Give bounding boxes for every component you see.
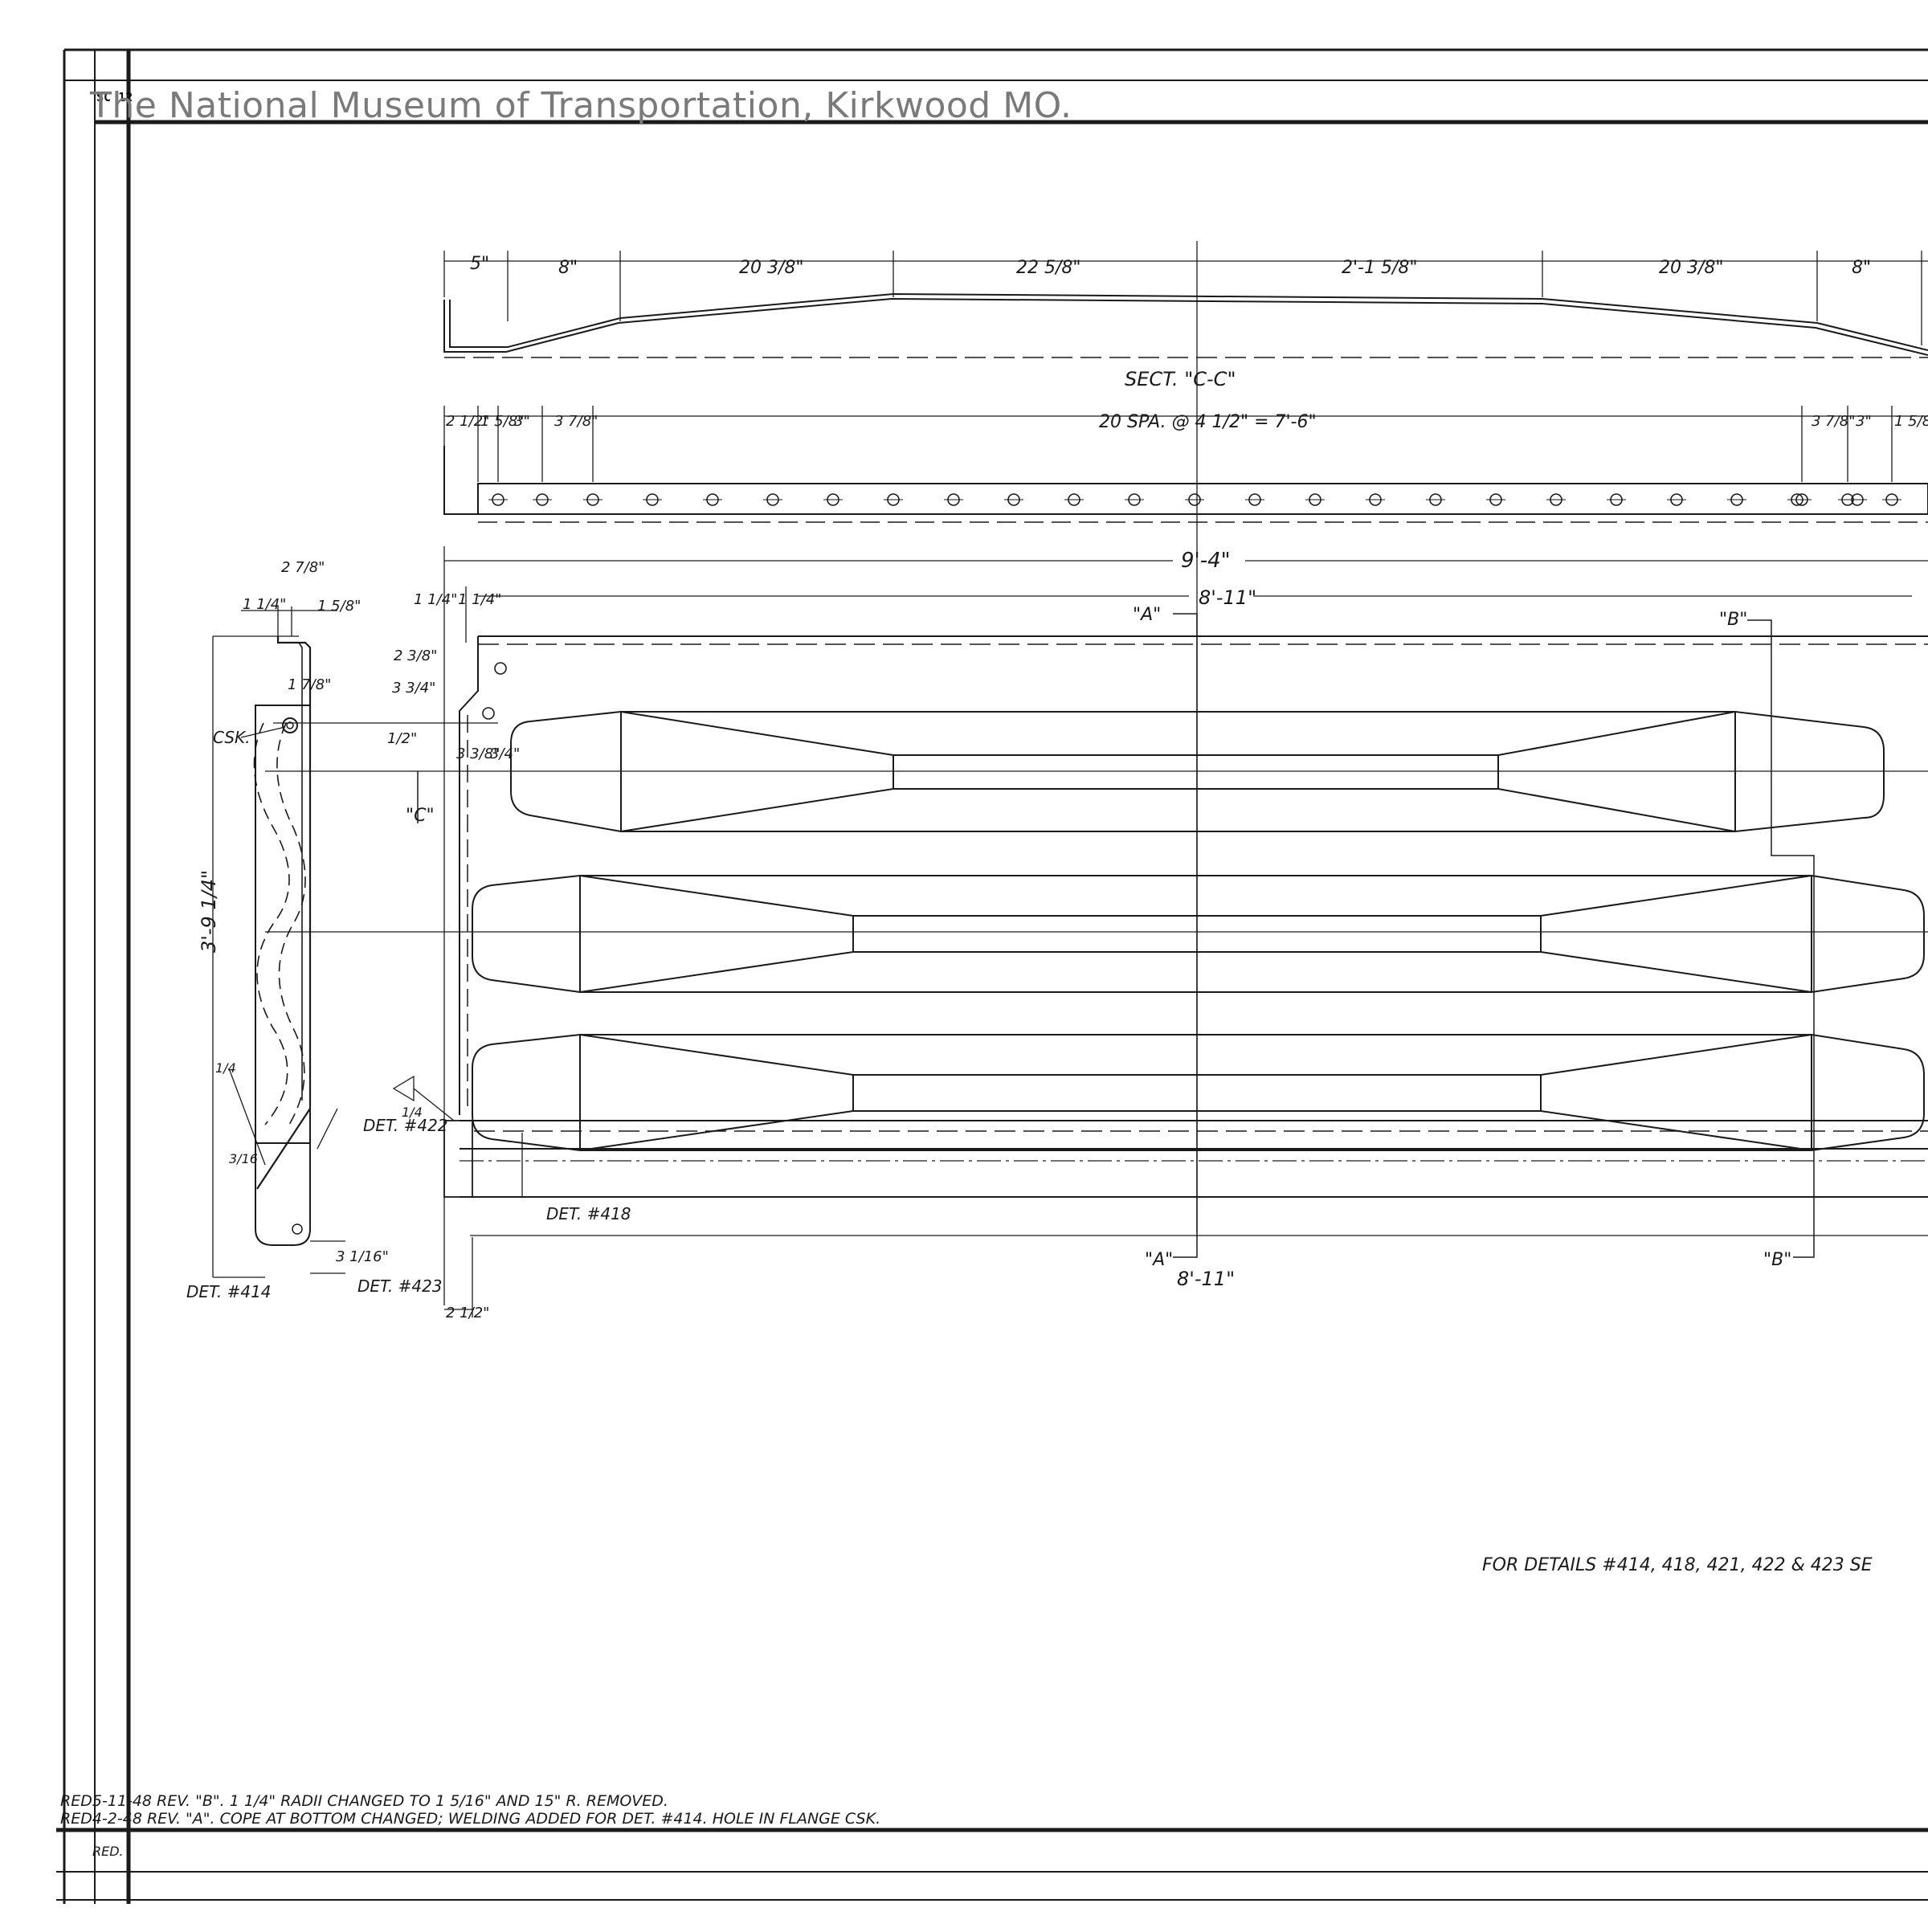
dim-hole-2: 1 5/8" xyxy=(480,413,524,430)
section-a-bottom-label: "A" xyxy=(1145,1250,1173,1270)
weld-1-4-left: 1/4 xyxy=(215,1060,236,1076)
section-cut-lines xyxy=(417,613,1815,1258)
section-a-top-label: "A" xyxy=(1133,605,1161,625)
section-cc-label: SECT. "C-C" xyxy=(1125,368,1236,390)
dim-hole-3: 3" xyxy=(514,413,530,430)
dim-top-6: 20 3/8" xyxy=(1659,258,1724,278)
weld-1-4-main: 1/4 xyxy=(402,1105,423,1120)
section-c-label: "C" xyxy=(406,806,435,826)
det-414-label: DET. #414 xyxy=(186,1282,272,1301)
dim-inner-bottom: 8'-11" xyxy=(1177,1268,1235,1290)
red-label: RED. xyxy=(92,1844,124,1859)
revision-a-note: RED4-2-48 REV. "A". COPE AT BOTTOM CHANG… xyxy=(60,1810,880,1828)
revision-b-note: RED5-11-48 REV. "B". 1 1/4" RADII CHANGE… xyxy=(60,1792,668,1810)
dim-1-2: 1/2" xyxy=(387,730,417,747)
dim-3-3-4: 3 3/4" xyxy=(392,680,435,696)
dim-top-5: 2'-1 5/8" xyxy=(1342,258,1418,278)
overall-dimension-lines xyxy=(443,546,1928,1305)
dim-hole-4: 3 7/8" xyxy=(554,413,598,430)
weld-symbol-main xyxy=(392,1075,415,1102)
det-422-label: DET. #422 xyxy=(363,1116,448,1135)
csk-label: CSK. xyxy=(213,728,251,747)
det-423-label: DET. #423 xyxy=(357,1276,443,1296)
dim-top-4: 22 5/8" xyxy=(1016,258,1081,278)
section-b-top-label: "B" xyxy=(1719,610,1747,630)
dim-1-1-4-c: 1 1/4" xyxy=(458,591,501,608)
section-b-bottom-label: "B" xyxy=(1763,1250,1791,1270)
sheet-code: SC 12 xyxy=(96,90,133,104)
dim-1-5-8: 1 5/8" xyxy=(317,598,361,615)
dim-3-9-1-4: 3'-9 1/4" xyxy=(198,870,220,953)
main-plate xyxy=(265,635,1928,1317)
dim-2-3-8: 2 3/8" xyxy=(394,647,437,664)
side-section-view xyxy=(212,607,345,1278)
dim-2-1-2-b: 2 1/2" xyxy=(446,1305,489,1321)
details-note: FOR DETAILS #414, 418, 421, 422 & 423 SE xyxy=(1482,1555,1873,1575)
museum-watermark: The National Museum of Transportation, K… xyxy=(90,85,1072,126)
flange-holes xyxy=(488,493,1901,506)
dim-overall: 9'-4" xyxy=(1181,549,1231,573)
stiffener-bead-3 xyxy=(472,1034,1925,1151)
dim-top-2: 8" xyxy=(558,258,578,278)
stiffener-bead-1 xyxy=(510,711,1885,832)
dim-3-1-16: 3 1/16" xyxy=(336,1248,389,1265)
dim-top-7: 8" xyxy=(1852,258,1871,278)
dim-hole-spacing: 20 SPA. @ 4 1/2" = 7'-6" xyxy=(1099,412,1317,432)
dim-hole-8: 1 5/8" xyxy=(1894,413,1928,430)
dim-2-7-8: 2 7/8" xyxy=(281,559,325,576)
dim-1-1-4-b: 1 1/4" xyxy=(414,591,457,608)
dim-1-7-8: 1 7/8" xyxy=(288,676,331,693)
dim-3-3-8: 3 3/8" xyxy=(456,745,500,762)
weld-3-16: 3/16 xyxy=(229,1151,258,1166)
flange-with-holes xyxy=(443,406,1928,523)
dim-hole-7: 3" xyxy=(1856,413,1872,430)
dim-3-4: 3/4" xyxy=(490,745,520,762)
dim-top-3: 20 3/8" xyxy=(739,258,804,278)
section-cc-profile xyxy=(443,292,1928,358)
stiffener-bead-2 xyxy=(265,875,1928,993)
dim-inner-top: 8'-11" xyxy=(1199,586,1256,609)
dim-hole-1: 2 1/2" xyxy=(446,413,489,430)
det-418-label: DET. #418 xyxy=(546,1204,631,1223)
dim-top-1: 5" xyxy=(470,254,489,274)
dim-1-1-4-a: 1 1/4" xyxy=(243,596,286,613)
dim-hole-6: 3 7/8" xyxy=(1812,413,1855,430)
